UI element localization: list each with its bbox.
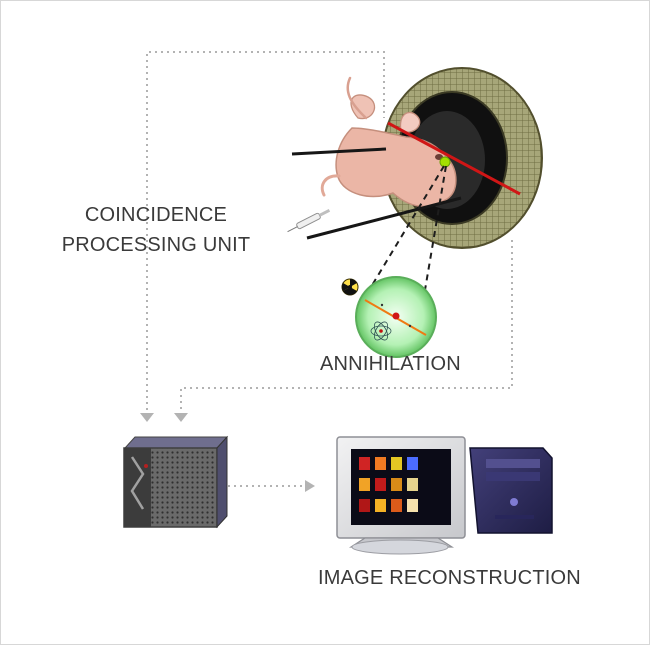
connector-right-loop — [180, 240, 513, 410]
server-icon — [123, 435, 229, 529]
coincidence-label-line2: PROCESSING UNIT — [61, 234, 251, 256]
annihilation-magnifier-icon — [355, 276, 437, 358]
zoom-guides — [367, 165, 447, 293]
lor-lines — [291, 121, 521, 240]
workstation-icon — [336, 436, 553, 555]
monitor-screen-images — [359, 457, 418, 512]
annihilation-label: ANNIHILATION — [320, 353, 461, 375]
connector-server-to-workstation — [228, 480, 315, 492]
image-reconstruction-label: IMAGE RECONSTRUCTION — [318, 567, 581, 589]
coincidence-processing-unit-label: COINCIDENCE PROCESSING UNIT — [56, 200, 256, 260]
connector-arrowheads — [140, 413, 188, 422]
mouse-icon — [320, 76, 457, 208]
syringe-icon — [287, 208, 331, 233]
radiation-icon — [341, 278, 359, 296]
coincidence-label-line1: COINCIDENCE — [84, 204, 228, 226]
